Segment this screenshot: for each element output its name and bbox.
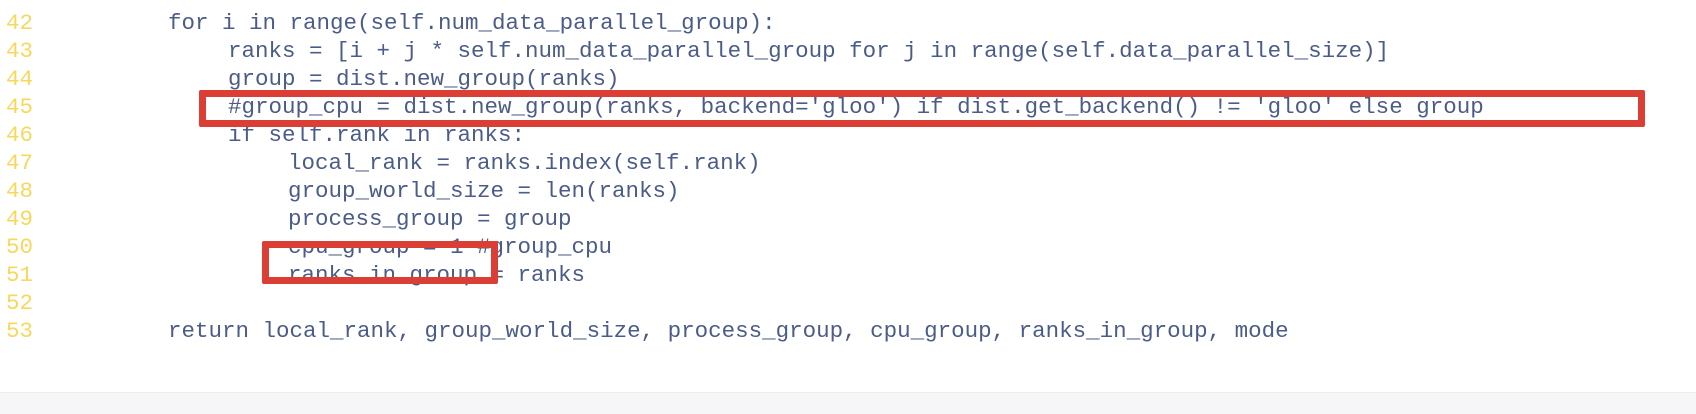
line-number: 47 bbox=[6, 150, 34, 176]
code-line-46[interactable]: 46 if self.rank in ranks: bbox=[0, 120, 1696, 150]
code-line-48[interactable]: 48 group_world_size = len(ranks) bbox=[0, 176, 1696, 206]
code-text: ranks_in_group = ranks bbox=[288, 262, 586, 288]
line-number: 42 bbox=[6, 10, 34, 36]
code-line-52[interactable]: 52 bbox=[0, 288, 1696, 318]
code-line-47[interactable]: 47 local_rank = ranks.index(self.rank) bbox=[0, 148, 1696, 178]
code-text: local_rank = ranks.index(self.rank) bbox=[288, 150, 761, 176]
partial-line: 41 bbox=[0, 0, 1696, 8]
code-text: for i in range(self.num_data_parallel_gr… bbox=[168, 10, 776, 36]
code-line-44[interactable]: 44 group = dist.new_group(ranks) bbox=[0, 64, 1696, 94]
code-text: #group_cpu = dist.new_group(ranks, backe… bbox=[228, 94, 1484, 120]
code-text: group_world_size = len(ranks) bbox=[288, 178, 680, 204]
code-line-51[interactable]: 51 ranks_in_group = ranks bbox=[0, 260, 1696, 290]
code-text: cpu_group = 1 #group_cpu bbox=[288, 234, 613, 260]
code-text: return local_rank, group_world_size, pro… bbox=[168, 318, 1289, 344]
line-number: 53 bbox=[6, 318, 34, 344]
bottom-margin bbox=[0, 392, 1696, 414]
code-line-50[interactable]: 50 cpu_group = 1 #group_cpu bbox=[0, 232, 1696, 262]
code-line-43[interactable]: 43 ranks = [i + j * self.num_data_parall… bbox=[0, 36, 1696, 66]
line-number: 49 bbox=[6, 206, 34, 232]
line-number: 46 bbox=[6, 122, 34, 148]
code-text: process_group = group bbox=[288, 206, 572, 232]
code-text: ranks = [i + j * self.num_data_parallel_… bbox=[228, 38, 1390, 64]
line-number: 43 bbox=[6, 38, 34, 64]
line-number: 52 bbox=[6, 290, 34, 316]
line-number: 48 bbox=[6, 178, 34, 204]
code-editor[interactable]: 41 42 for i in range(self.num_data_paral… bbox=[0, 0, 1696, 392]
code-line-53[interactable]: 53 return local_rank, group_world_size, … bbox=[0, 316, 1696, 346]
line-number: 44 bbox=[6, 66, 34, 92]
code-line-45[interactable]: 45 #group_cpu = dist.new_group(ranks, ba… bbox=[0, 92, 1696, 122]
line-number-41: 41 bbox=[6, 0, 42, 8]
code-text: group = dist.new_group(ranks) bbox=[228, 66, 620, 92]
line-number: 45 bbox=[6, 94, 34, 120]
code-text: if self.rank in ranks: bbox=[228, 122, 526, 148]
code-line-49[interactable]: 49 process_group = group bbox=[0, 204, 1696, 234]
line-number: 50 bbox=[6, 234, 34, 260]
code-line-42[interactable]: 42 for i in range(self.num_data_parallel… bbox=[0, 8, 1696, 38]
line-number: 51 bbox=[6, 262, 34, 288]
